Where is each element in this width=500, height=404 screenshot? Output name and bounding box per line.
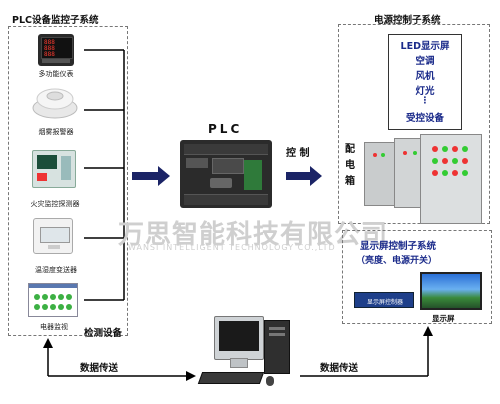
power-control-subsystem-panel (338, 24, 490, 224)
display-controller-icon: 显示屏控制器 (354, 292, 414, 308)
distribution-box-label: 配电箱 (345, 144, 355, 187)
display-control-subsystem-panel (342, 230, 492, 324)
smoke-detector-icon (30, 84, 80, 120)
display-panel-subtitle: （亮度、电源开关） (356, 256, 438, 266)
computer-icon (196, 310, 300, 398)
electrical-monitor-icon (28, 283, 78, 317)
display-controller-label: 显示屏控制器 (366, 299, 403, 306)
list-ellipsis: ⋮ (420, 96, 430, 106)
display-screen-icon (420, 272, 482, 310)
left-panel-title: PLC设备监控子系统 (12, 15, 99, 26)
display-panel-title: 显示屏控制子系统 (360, 241, 437, 252)
detect-devices-label: 检测设备 (84, 328, 123, 339)
control-label: 控 制 (286, 148, 310, 159)
data-transfer-left-label: 数据传送 (80, 363, 119, 374)
list-fan: 风机 (415, 71, 435, 82)
device-label-meter: 多功能仪表 (38, 70, 74, 78)
device-label-electric: 电器监视 (40, 323, 68, 331)
list-light: 灯光 (415, 86, 435, 97)
list-controlled-devices: 受控设备 (405, 113, 444, 124)
device-label-smoke: 烟雾报警器 (38, 128, 74, 136)
right-panel-title: 电源控制子系统 (374, 15, 441, 26)
device-label-temphum: 温湿度变送器 (35, 266, 77, 274)
temp-humidity-transmitter-icon (33, 218, 73, 254)
distribution-cabinet-icon (364, 134, 484, 226)
list-led: LED显示屏 (400, 41, 450, 52)
plc-monitoring-subsystem-panel (8, 26, 128, 336)
list-ac: 空调 (415, 56, 435, 67)
watermark-sub: WANSI INTELLIGENT TECHNOLOGY CO.,LTD (128, 243, 336, 252)
data-transfer-right-label: 数据传送 (320, 363, 359, 374)
device-label-fire: 火灾监控探测器 (30, 200, 80, 208)
plc-unit-icon (180, 140, 272, 208)
plc-label: PLC (208, 122, 243, 136)
display-screen-label: 显示屏 (432, 314, 455, 323)
fire-monitor-icon (32, 150, 76, 188)
controlled-devices-box (388, 34, 462, 130)
